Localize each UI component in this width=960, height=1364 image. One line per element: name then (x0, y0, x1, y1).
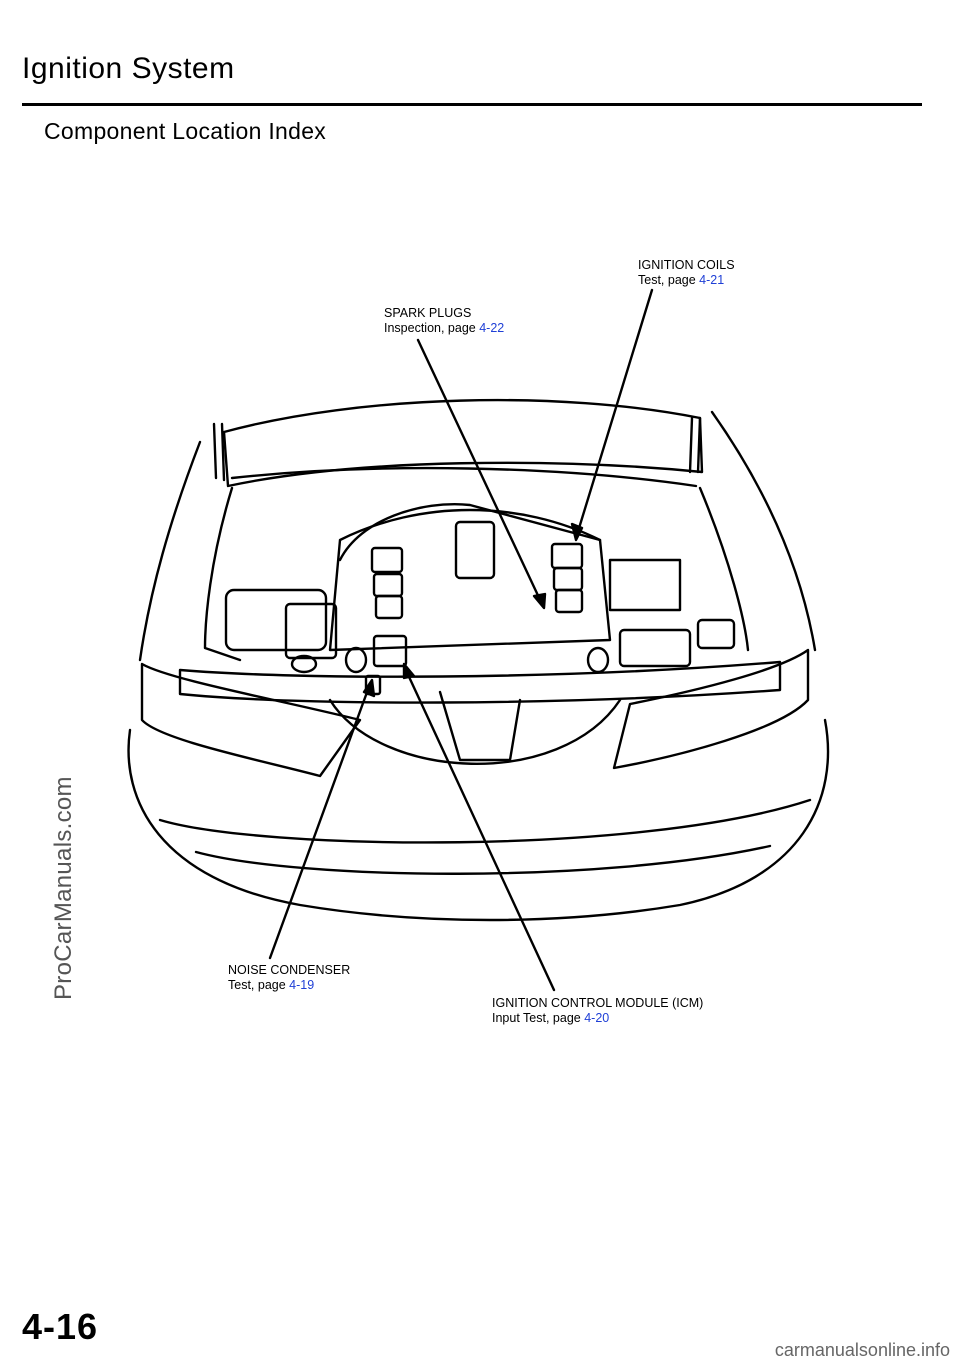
callout-icm: IGNITION CONTROL MODULE (ICM) Input Test… (492, 996, 703, 1026)
hood-edge (230, 466, 698, 488)
callout-spark-plugs: SPARK PLUGS Inspection, page 4-22 (384, 306, 504, 336)
ignition-control-module (372, 634, 408, 668)
hood-prop-right (688, 416, 702, 474)
bumper-lip (158, 798, 812, 844)
callout-icm-ref: Input Test, page (492, 1011, 585, 1025)
callout-ignition-coils-ref: Test, page (638, 273, 700, 287)
side-watermark: ProCarManuals.com (50, 776, 77, 1000)
right-headlight (612, 648, 810, 770)
front-bumper (127, 718, 830, 922)
arrowhead-coils (570, 522, 584, 542)
washer-cap (290, 654, 318, 674)
leader-ignition-coils (574, 288, 654, 540)
section-subtitle: Component Location Index (44, 118, 327, 144)
radiator-hose (438, 690, 522, 762)
callout-spark-plugs-ref: Inspection, page (384, 321, 480, 335)
left-fender (138, 440, 202, 662)
callout-ignition-coils: IGNITION COILS Test, page 4-21 (638, 258, 735, 288)
oil-cap (586, 646, 610, 674)
leader-icm (402, 664, 556, 992)
link-page-4-19[interactable]: 4-19 (289, 978, 315, 992)
ignition-coil-2 (372, 572, 404, 598)
ignition-coil-4 (550, 542, 584, 570)
leader-noise-condenser (268, 682, 372, 960)
page-number: 4-16 (22, 1306, 99, 1347)
arrowhead-icm (402, 662, 416, 680)
callout-ignition-coils-label: IGNITION COILS (638, 258, 735, 272)
bay-rim (203, 486, 750, 662)
leader-spark-plugs (416, 338, 544, 606)
link-page-4-21[interactable]: 4-21 (699, 273, 725, 287)
callout-icm-label: IGNITION CONTROL MODULE (ICM) (492, 996, 704, 1010)
grille-opening (328, 698, 622, 765)
title-rule (22, 103, 922, 106)
link-page-4-22[interactable]: 4-22 (479, 321, 505, 335)
link-page-4-20[interactable]: 4-20 (584, 1011, 610, 1025)
callout-noise-condenser-ref: Test, page (228, 978, 290, 992)
fuse-box (618, 628, 692, 668)
bumper-groove (194, 844, 772, 875)
ignition-coil-3 (374, 594, 404, 620)
callout-spark-plugs-label: SPARK PLUGS (384, 306, 472, 320)
ignition-coil-5 (552, 566, 584, 592)
footer-watermark: carmanualsonline.info (774, 1340, 950, 1360)
intake-hose (338, 503, 602, 562)
air-cleaner (608, 558, 682, 612)
intake-plenum (454, 520, 496, 580)
reservoir (696, 618, 736, 650)
ignition-coil-1 (370, 546, 404, 574)
callout-noise-condenser: NOISE CONDENSER Test, page 4-19 (228, 963, 350, 993)
right-fender (710, 410, 817, 652)
battery (224, 588, 328, 652)
arrowhead-plugs (532, 592, 547, 610)
page-title: Ignition System (22, 52, 235, 85)
callout-noise-condenser-label: NOISE CONDENSER (228, 963, 351, 977)
cross-member (178, 660, 782, 704)
hood-prop-left (212, 422, 226, 482)
brake-cap (344, 646, 368, 674)
arrowhead-condenser (362, 678, 376, 698)
left-headlight (140, 662, 362, 778)
ignition-coil-6 (554, 588, 584, 614)
